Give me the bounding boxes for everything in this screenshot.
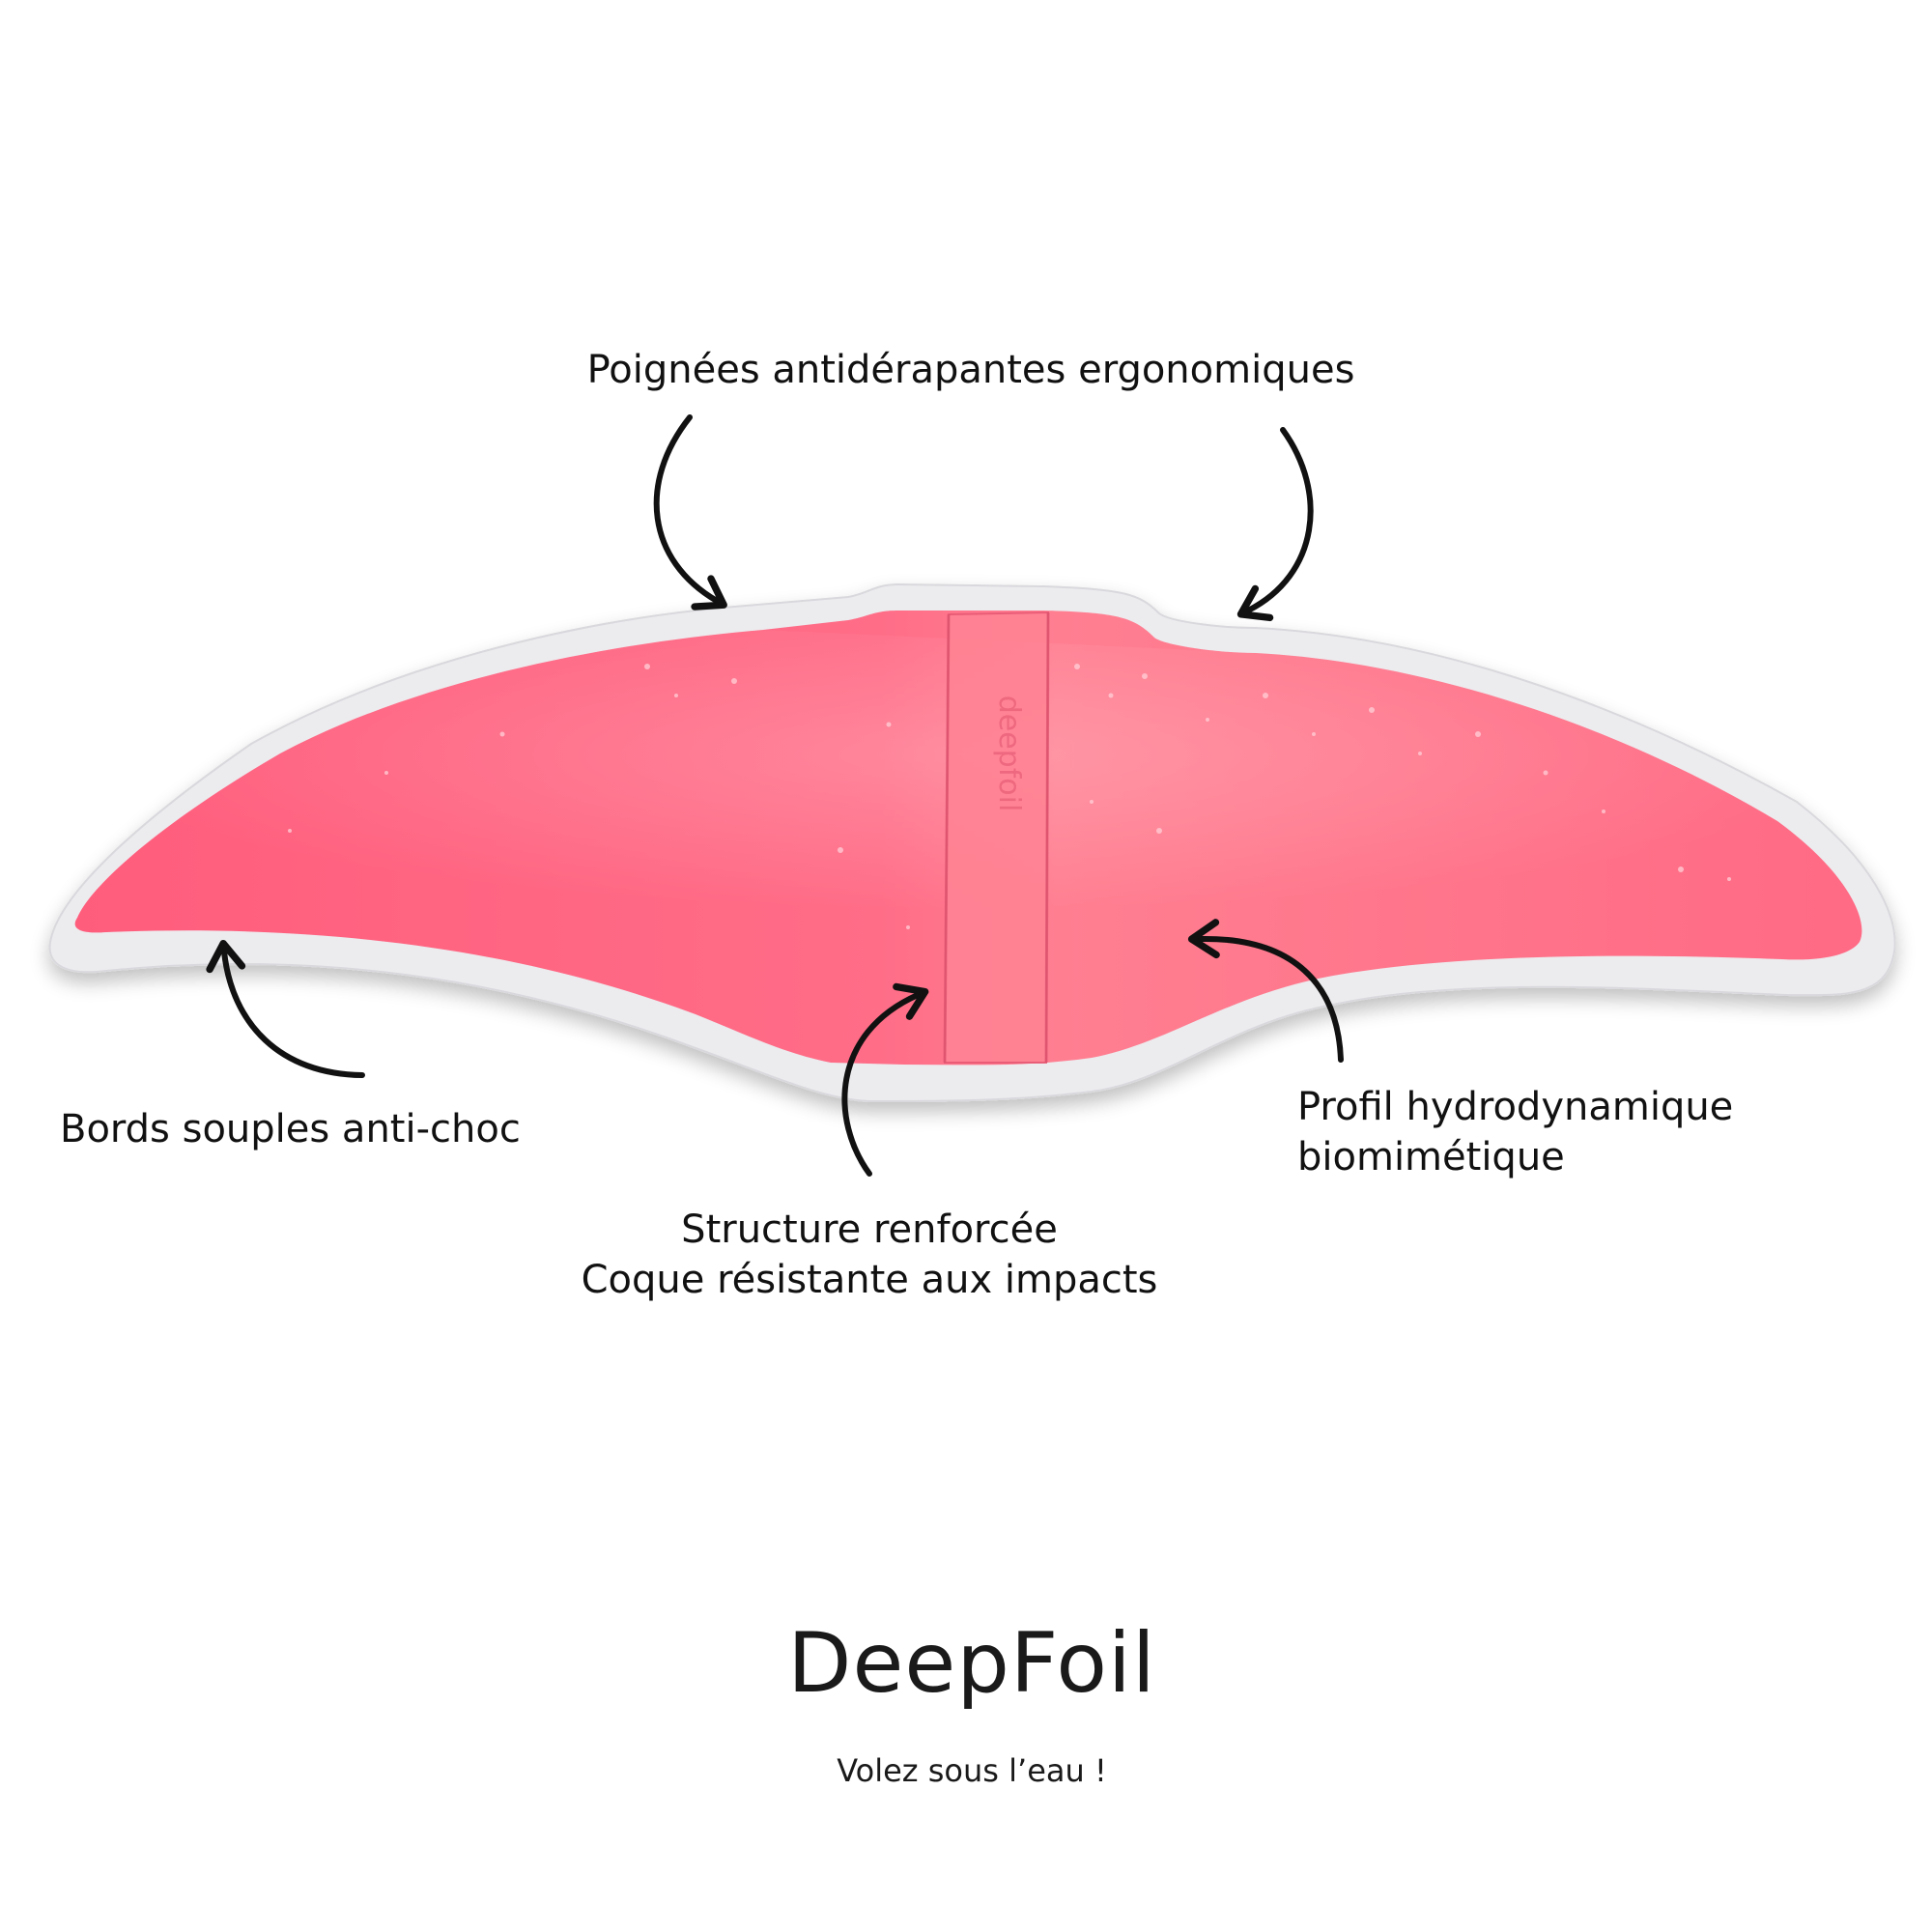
callout-structure: Structure renforcée Coque résistante aux… <box>425 1205 1314 1305</box>
arrow-structure <box>841 982 929 1177</box>
callout-edges: Bords souples anti-choc <box>60 1107 521 1151</box>
callout-structure-line2: Coque résistante aux impacts <box>581 1258 1158 1302</box>
callout-profile-line2: biomimétique <box>1297 1135 1565 1179</box>
callout-profile-line1: Profil hydrodynamique <box>1297 1085 1734 1129</box>
brand-title: DeepFoil <box>787 1615 1156 1712</box>
central-spine <box>943 611 1050 1064</box>
callout-handles: Poignées antidérapantes ergonomiques <box>586 348 1355 392</box>
callout-structure-line1: Structure renforcée <box>681 1208 1058 1252</box>
arrow-right-handle <box>1236 427 1314 622</box>
embossed-logo: deepfoil <box>992 696 1026 812</box>
callout-arrows <box>206 414 1344 1177</box>
water-droplets <box>288 664 1731 929</box>
brand-tagline: Volez sous l’eau ! <box>837 1752 1107 1789</box>
arrow-left-handle <box>653 414 727 611</box>
arrow-edge <box>206 939 365 1078</box>
callout-profile: Profil hydrodynamique biomimétique <box>1297 1082 1733 1182</box>
arrow-profile <box>1187 919 1344 1063</box>
